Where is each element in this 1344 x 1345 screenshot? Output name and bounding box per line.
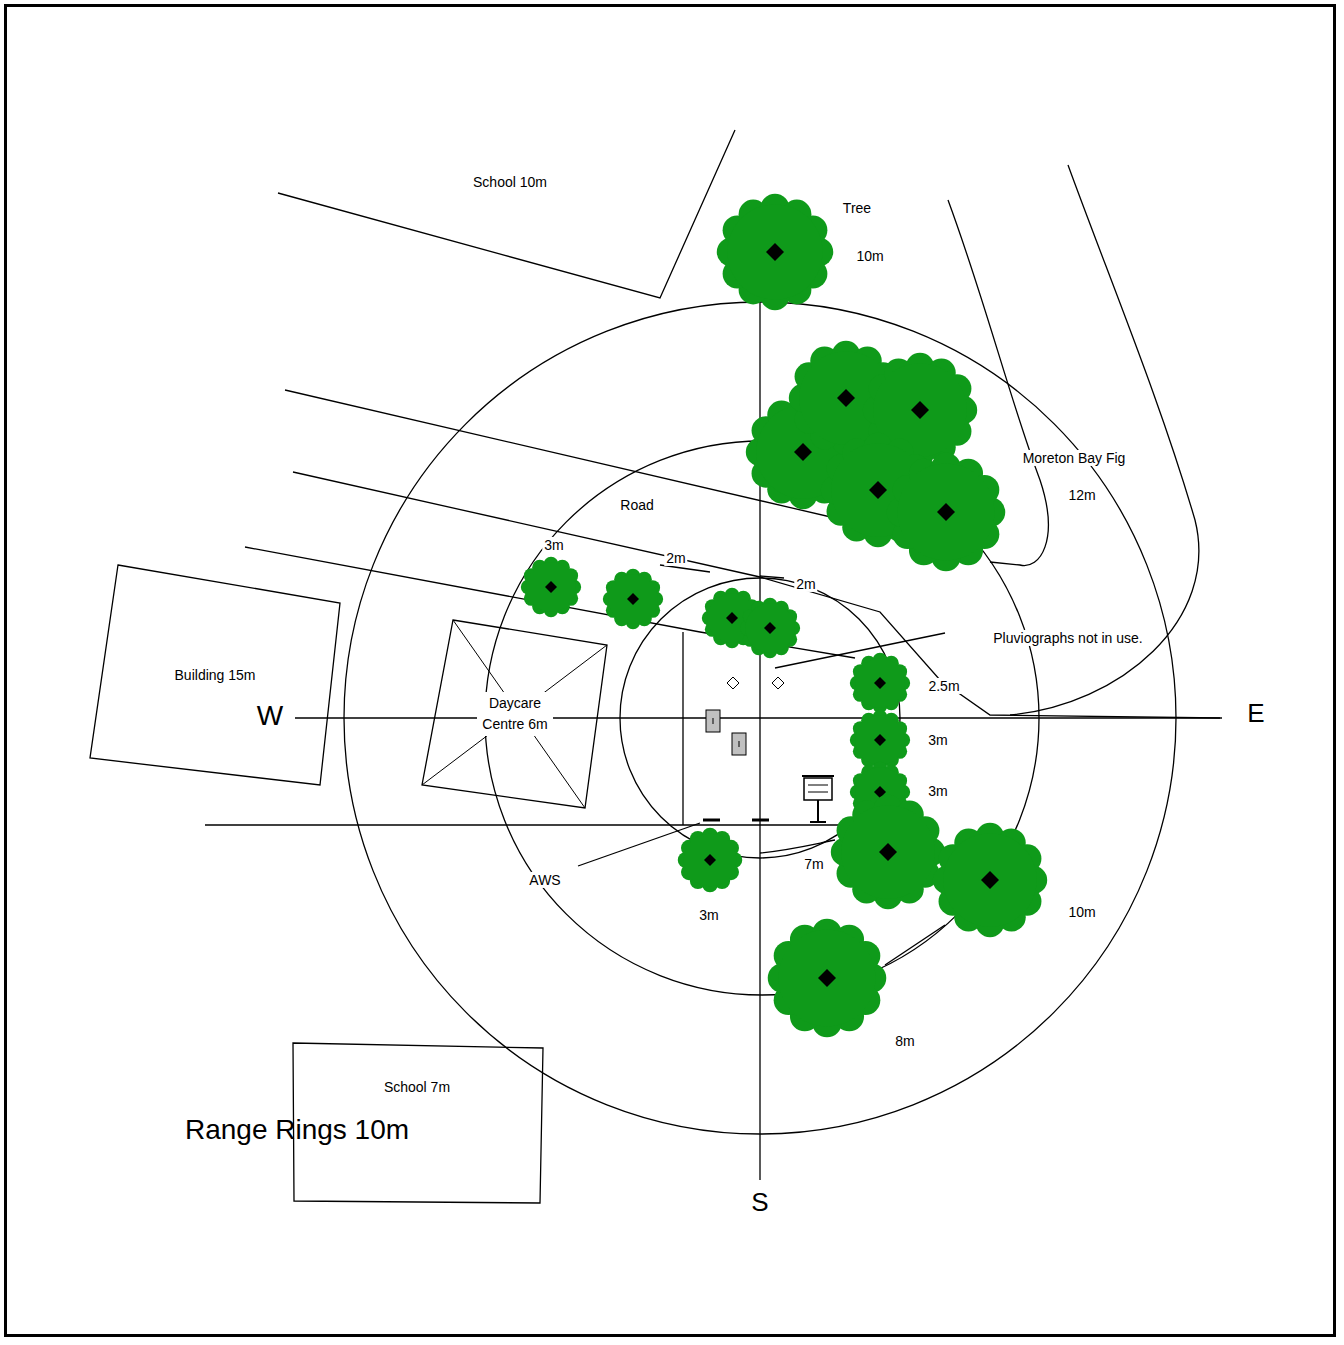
road-edge: [293, 472, 1220, 718]
tree: [717, 194, 833, 310]
tree: [678, 828, 742, 892]
site-label: 10m: [854, 248, 885, 264]
site-label: 2.5m: [926, 678, 961, 694]
building-label: Daycare Centre 6m: [477, 692, 553, 736]
tree: [768, 919, 887, 1038]
tree: [850, 710, 910, 770]
outline: [293, 1043, 541, 1204]
building-label: Building 15m: [172, 664, 259, 687]
site-label: Pluviographs not in use.: [991, 630, 1144, 646]
site-label: AWS: [527, 872, 562, 888]
tree: [887, 453, 1006, 572]
leader-line: [885, 925, 945, 965]
tree: [740, 598, 800, 658]
enclosure-fence: [205, 824, 840, 825]
daycare-outline: Daycare Centre 6m: [420, 618, 610, 810]
instruments: [703, 677, 834, 822]
site-label: Tree: [841, 200, 873, 216]
building-outline: Building 15m: [88, 562, 342, 788]
tree: [850, 653, 910, 713]
site-label: Road: [618, 497, 655, 513]
site-label: 2m: [794, 576, 817, 592]
pluviograph: [772, 677, 784, 689]
instrument-screen: [804, 778, 832, 800]
school-outline: School 7m: [293, 1043, 541, 1204]
site-label: 10m: [1066, 904, 1097, 920]
leader-line: [660, 565, 710, 572]
site-label: Moreton Bay Fig: [1021, 450, 1128, 466]
site-label: 3m: [926, 783, 949, 799]
compass-label: E: [1245, 699, 1266, 729]
site-label: 2m: [664, 550, 687, 566]
compass-label: S: [749, 1188, 770, 1218]
tree: [933, 823, 1047, 937]
pluviograph: [727, 677, 739, 689]
rain-gauge: [706, 710, 720, 732]
leader-line: [775, 633, 945, 668]
site-label: 8m: [893, 1033, 916, 1049]
road-edge: [285, 390, 835, 518]
site-label: 12m: [1066, 487, 1097, 503]
site-label: 3m: [542, 537, 565, 553]
leader-line: [760, 576, 784, 578]
leader-line: [760, 840, 835, 853]
compass-label: W: [255, 700, 285, 732]
site-label: 7m: [802, 856, 825, 872]
tree: [521, 557, 581, 617]
tree: [831, 795, 945, 909]
tree: [603, 569, 663, 629]
site-label: 3m: [926, 732, 949, 748]
rain-gauge: [732, 733, 746, 755]
site-label: 3m: [697, 907, 720, 923]
building-label: School 7m: [381, 1076, 453, 1099]
compass-label: Range Rings 10m: [183, 1114, 411, 1146]
enclosure-fence: [682, 632, 683, 825]
site-label: School 10m: [471, 174, 549, 190]
school-outline: [278, 130, 735, 298]
